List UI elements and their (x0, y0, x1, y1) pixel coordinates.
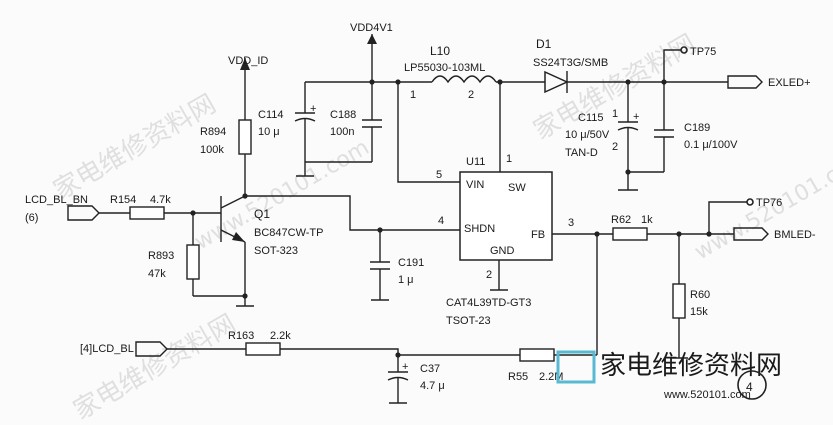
diode-d1: D1 SS24T3G/SMB (533, 37, 728, 94)
ic-pin-sw-num: 1 (506, 153, 512, 165)
exled-label: EXLED+ (768, 77, 811, 89)
ic-pin-sw: SW (508, 182, 526, 194)
svg-text:+: + (402, 361, 408, 373)
r893-ref: R893 (148, 250, 174, 262)
r62-ref: R62 (611, 214, 631, 226)
watermark-text: 家电维修资料网 (69, 309, 242, 425)
cap-c191: C191 1 μ (370, 230, 424, 301)
q1-ref: Q1 (254, 207, 270, 221)
r893-value: 47k (148, 268, 166, 280)
c114-ref: C114 (258, 109, 283, 121)
r894-ref: R894 (200, 126, 226, 138)
lcd-bl-path: [4]LCD_BL R163 2.2k + C37 4.7 μ R55 2.2M (80, 330, 597, 404)
bmled-label: BMLED- (774, 229, 816, 241)
r163-ref: R163 (228, 330, 254, 342)
ic-pin-fb: FB (531, 229, 545, 241)
watermark-logo: 家电维修资料网 www.520101.com (556, 350, 782, 401)
vddid-label: VDD_ID (228, 55, 268, 67)
connector-exled: EXLED+ (727, 75, 811, 89)
c115-pin1: 1 (612, 108, 618, 120)
svg-text:+: + (633, 111, 639, 123)
ic-ref: U11 (466, 156, 485, 168)
r154-value: 4.7k (150, 194, 171, 206)
ic-u11: U11 VIN SW SHDN FB GND CAT4L39TD-GT3 TSO… (446, 156, 553, 327)
r60-value: 15k (690, 306, 708, 318)
svg-text:+: + (310, 103, 316, 115)
l10-ref: L10 (430, 44, 450, 58)
c189-value: 0.1 μ/100V (684, 139, 738, 151)
testpoint-tp75: TP75 (663, 46, 716, 82)
connector-lcd-bl-bn: LCD_BL_BN (6) R154 4.7k R893 47k (25, 194, 245, 297)
r55-ref: R55 (508, 371, 528, 383)
c188-value: 100n (330, 126, 354, 138)
output-caps: + 1 2 C115 10 μ/50V TAN-D C189 0.1 μ/100… (565, 79, 738, 191)
page-marker: 4 (737, 370, 767, 400)
q1-value: BC847CW-TP (254, 227, 323, 239)
r62-value: 1k (641, 214, 653, 226)
ic-package: TSOT-23 (446, 315, 491, 327)
ic-pin-shdn-num: 4 (438, 215, 444, 227)
watermark-logo-url: www.520101.com (663, 389, 751, 401)
ic-pin-vin-num: 5 (436, 169, 442, 181)
c114-value: 10 μ (258, 126, 280, 138)
vdd-rail: VDD4V1 + C114 10 μ C188 100n (258, 22, 432, 177)
inductor-l10: L10 LP55030-103ML 1 2 (404, 44, 545, 101)
r154-ref: R154 (110, 194, 136, 206)
watermark-logo-text: 家电维修资料网 (600, 351, 782, 381)
d1-value: SS24T3G/SMB (533, 57, 608, 69)
d1-ref: D1 (536, 37, 552, 51)
l10-pin1: 1 (410, 89, 416, 101)
l10-pin2: 2 (468, 89, 474, 101)
c191-ref: C191 (398, 257, 424, 269)
r163-value: 2.2k (270, 330, 291, 342)
ic-pin-shdn: SHDN (464, 223, 495, 235)
lcd-bl-bn-pin: (6) (25, 212, 38, 224)
c115-pin2: 2 (612, 141, 618, 153)
q1-package: SOT-323 (254, 245, 298, 257)
l10-value: LP55030-103ML (404, 62, 485, 74)
lcd-bl-label: [4]LCD_BL (80, 343, 134, 355)
ic-pin-gnd-num: 2 (486, 269, 492, 281)
c115-ref: C115 (578, 112, 603, 124)
c189-ref: C189 (684, 122, 710, 134)
c37-ref: C37 (420, 363, 440, 375)
c115-value: 10 μ/50V (565, 129, 610, 141)
vdd-rail-label: VDD4V1 (350, 22, 393, 34)
c115-type: TAN-D (565, 147, 598, 159)
r60-ref: R60 (690, 289, 710, 301)
tp75-label: TP75 (690, 46, 716, 58)
tp76-label: TP76 (756, 197, 782, 209)
transistor-q1: VDD_ID R894 100k Q1 BC847CW-TP SOT-323 (200, 55, 323, 307)
lcd-bl-bn-label: LCD_BL_BN (25, 194, 88, 206)
r894-value: 100k (200, 144, 224, 156)
ic-pin-vin: VIN (466, 179, 484, 191)
ic-pin-gnd: GND (490, 245, 515, 257)
ic-pin-fb-num: 3 (568, 217, 574, 229)
c191-value: 1 μ (398, 274, 414, 286)
c188-ref: C188 (330, 109, 356, 121)
feedback-net: 3 R62 1k R60 15k TP76 BMLED- (552, 197, 816, 359)
c37-value: 4.7 μ (420, 380, 445, 392)
watermark-text: 家电维修资料网 (49, 89, 222, 206)
page-marker-number: 4 (746, 380, 753, 394)
ic-part-number: CAT4L39TD-GT3 (446, 297, 531, 309)
